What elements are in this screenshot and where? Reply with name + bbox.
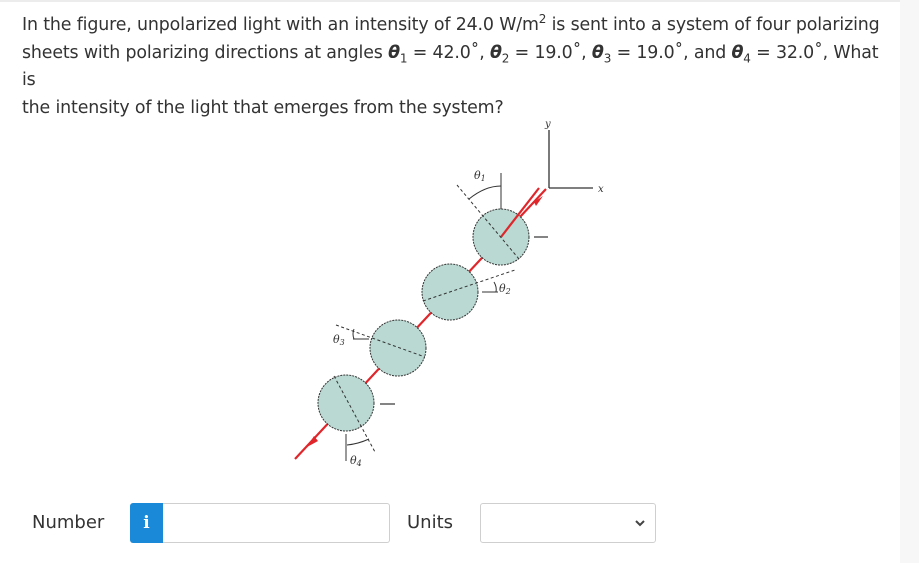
theta4-value: = 32.0˚, What is [22,42,879,91]
theta-symbol: θ [591,42,604,63]
theta-symbol: θ [388,42,400,63]
polarizing-sheet-2 [421,263,516,321]
info-icon[interactable]: i [130,503,163,543]
theta1-subscript: 1 [399,50,408,65]
polarizer-figure: y x θ1 θ2 θ3 θ4 [294,119,604,468]
outgoing-arrow-icon [307,436,318,447]
question-text: In the figure, unpolarized light with an… [22,12,892,122]
theta3-label: θ3 [333,333,345,347]
theta2-subscript: 2 [501,50,510,65]
incoming-arrow-icon [534,196,543,206]
theta3-value: = 19.0˚, and [611,42,732,63]
theta3-subscript: 3 [603,50,612,65]
answer-row: Number i Units [0,500,900,546]
units-label: Units [407,512,454,533]
theta1-label: θ1 [474,169,486,183]
theta4-label: θ4 [350,454,362,468]
number-input[interactable] [163,503,390,543]
theta4-subscript: 4 [743,50,751,65]
top-divider [0,0,900,2]
theta-symbol: θ [489,42,502,63]
question-line2: sheets with polarizing directions at ang… [22,42,389,63]
polarizing-sheet-3 [335,319,427,377]
polarizing-sheet-4 [317,374,395,461]
polarizing-sheet-1 [456,173,548,266]
theta2-value: = 19.0˚, [509,42,592,63]
chevron-down-icon [635,520,645,527]
question-line3: the intensity of the light that emerges … [22,97,504,118]
question-line1: In the figure, unpolarized light with an… [22,15,539,35]
axis-x-label: x [598,184,604,195]
theta-symbol: θ [731,42,744,63]
theta1-value: = 42.0˚, [407,42,490,63]
axis-y-label: y [544,119,551,130]
unit-exponent: 2 [538,12,547,27]
theta2-label: θ2 [499,282,511,296]
number-label: Number [32,512,105,533]
question-line1-end: is sent into a system of four polarizing [546,15,880,35]
axes [548,130,593,189]
right-gutter [900,0,919,563]
units-select[interactable] [480,503,656,543]
